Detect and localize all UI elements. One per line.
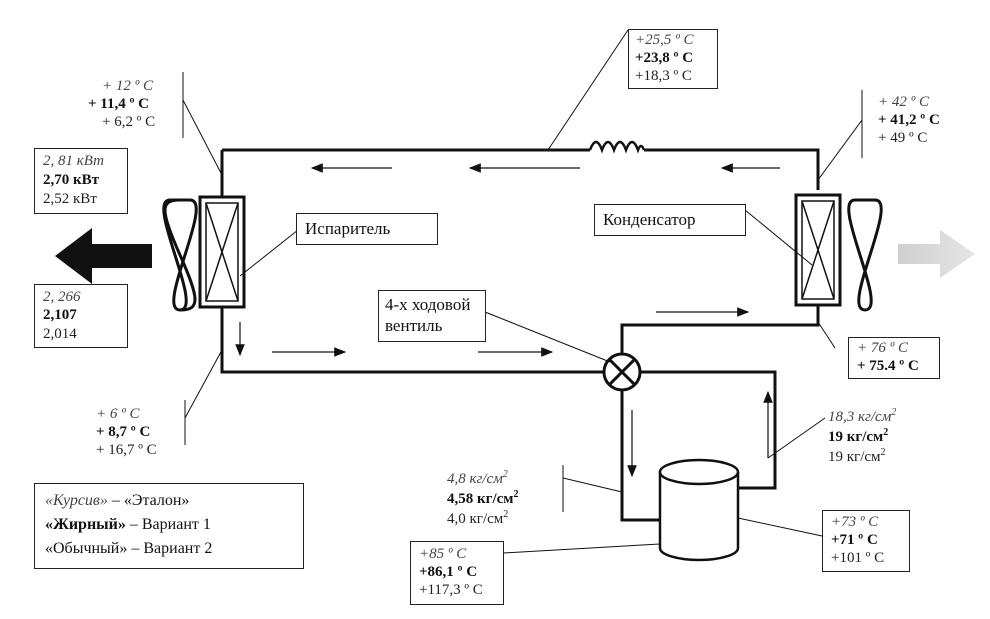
- evaporator-coil: [198, 195, 246, 309]
- condenser-fan-icon: [847, 198, 883, 312]
- reading-etalon: + 12 º C: [102, 78, 154, 94]
- reading-v1: +86,1 º C: [419, 564, 478, 580]
- reading-v2: +101 º C: [831, 550, 885, 566]
- coil-icon: [588, 140, 646, 154]
- legend-box: «Курсив» – «Эталон» «Жирный» – Вариант 1…: [34, 483, 304, 569]
- legend-italic-sample: «Курсив»: [45, 492, 108, 509]
- reading-etalon: + 6 º C: [96, 406, 140, 422]
- reading-v2: +117,3 º C: [419, 582, 483, 598]
- reading-etalon: +25,5 º C: [635, 32, 694, 48]
- reading-v1: 4,58 кг/см: [447, 491, 514, 507]
- flow-arrows: [235, 163, 780, 478]
- reading-v1: +71 º C: [831, 532, 878, 548]
- reading-v2: 4,0 кг/см: [447, 511, 504, 527]
- refrigerant-pipes: [220, 148, 820, 522]
- reading-etalon: + 42 º C: [878, 94, 930, 110]
- reading-v1: +23,8 º C: [635, 50, 694, 66]
- reading-etalon: 4,8 кг/см: [447, 471, 503, 487]
- reading-v1: 2,70 кВт: [43, 172, 100, 188]
- reading-etalon: 2, 266: [43, 289, 81, 305]
- legend-bold-sample: «Жирный»: [45, 516, 126, 533]
- reading-v2: + 16,7 º C: [96, 442, 157, 458]
- evaporator-label: Испаритель: [296, 213, 438, 245]
- evaporator-fan-icon: [162, 198, 198, 312]
- reading-v1: + 8,7 º C: [96, 424, 151, 440]
- four-way-valve-icon: [602, 352, 642, 392]
- reading-v1: + 41,2 º C: [878, 112, 940, 128]
- condenser-coil: [794, 193, 842, 307]
- reading-cond-out: + 76 º C + 75.4 º C: [848, 337, 940, 379]
- reading-v1: + 75.4 º C: [857, 358, 919, 374]
- leader-lines: [182, 29, 863, 554]
- condenser-label: Конденсатор: [594, 204, 746, 236]
- reading-v2: 2,014: [43, 326, 77, 342]
- reading-v2: +18,3 º C: [635, 68, 692, 84]
- compressor-icon: [658, 458, 740, 562]
- legend-line2-text: – Вариант 1: [125, 516, 211, 533]
- reading-v1: 2,107: [43, 307, 77, 323]
- valve-label-line1: 4-х ходовой: [385, 295, 471, 314]
- reading-top-mid: +25,5 º C +23,8 º C +18,3 º C: [628, 29, 718, 89]
- reading-v2: + 6,2 º C: [102, 114, 156, 130]
- reading-v1: 19 кг/см: [828, 429, 884, 445]
- reading-comp-left: +85 º C +86,1 º C +117,3 º C: [410, 541, 504, 605]
- legend-line1-text: – «Эталон»: [107, 492, 190, 509]
- reading-v2: 2,52 кВт: [43, 191, 97, 207]
- reading-power: 2, 81 кВт 2,70 кВт 2,52 кВт: [34, 148, 128, 214]
- reading-cop: 2, 266 2,107 2,014: [34, 284, 128, 348]
- reading-etalon: + 76 º C: [857, 340, 909, 356]
- reading-etalon: 2, 81 кВт: [43, 153, 104, 169]
- reading-v1: + 11,4 º C: [88, 96, 150, 112]
- valve-label-line2: вентиль: [385, 316, 443, 335]
- legend-line3-text: «Обычный» – Вариант 2: [45, 540, 213, 557]
- reading-etalon: +73 º C: [831, 514, 879, 530]
- heat-rejection-arrow-icon: [898, 230, 975, 278]
- heat-output-arrow-icon: [55, 228, 152, 284]
- reading-v2: + 49 º C: [878, 130, 928, 146]
- reading-v2: 19 кг/см: [828, 449, 881, 465]
- reading-comp-right: +73 º C +71 º C +101 º C: [822, 510, 910, 572]
- four-way-valve-label: 4-х ходовой вентиль: [378, 290, 486, 342]
- reading-etalon: 18,3 кг/см: [828, 409, 892, 425]
- reading-etalon: +85 º C: [419, 546, 467, 562]
